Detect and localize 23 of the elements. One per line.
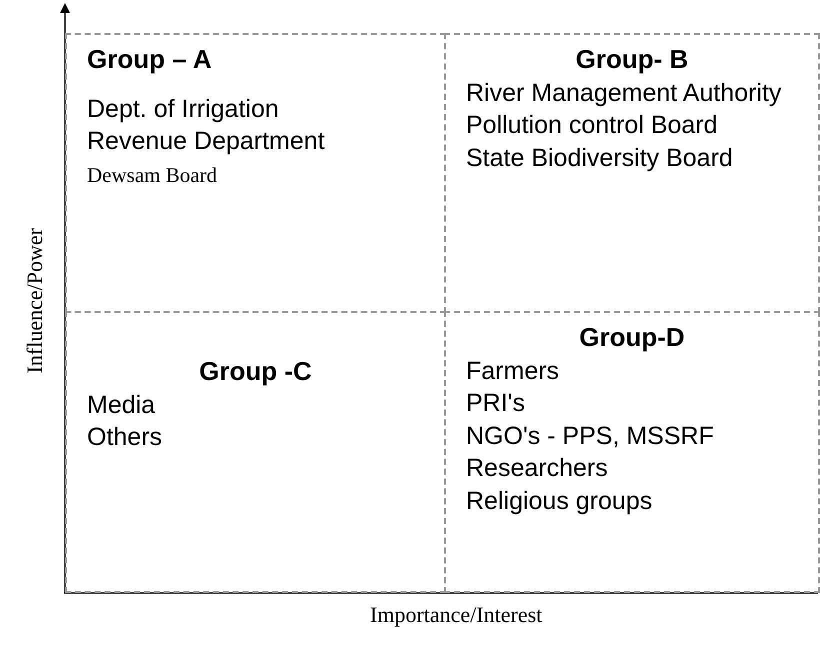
stakeholder-text: Dept. of Irrigation: [87, 94, 280, 125]
stakeholder-text: Pollution control Board: [466, 110, 719, 142]
stakeholder-text: Media: [87, 390, 156, 421]
stakeholder-text: River Management Authority: [466, 78, 782, 109]
group-heading: Group- B: [574, 43, 690, 76]
x-axis-label: Importance/Interest: [370, 602, 542, 628]
stakeholder-text: Others: [87, 422, 164, 454]
stakeholder-text: Dewsam Board: [87, 162, 218, 189]
y-axis-label: Influence/Power: [22, 228, 48, 373]
group-heading: Group – A: [87, 43, 213, 76]
group-heading: Group-D: [578, 321, 686, 354]
stakeholder-text: Religious groups: [466, 486, 654, 517]
stakeholder-text: State Biodiversity Board: [466, 142, 734, 174]
quadrant-box: [65, 33, 446, 313]
quadrant-box: [444, 311, 820, 593]
quadrant-box: [65, 311, 446, 593]
stakeholder-text: Farmers: [466, 356, 560, 387]
stakeholder-text: NGO's - PPS, MSSRF: [466, 420, 715, 452]
stakeholder-text: PRI's: [466, 388, 526, 420]
group-heading: Group -C: [198, 355, 313, 388]
stakeholder-text: Revenue Department: [87, 126, 326, 158]
stakeholder-text: Researchers: [466, 453, 609, 484]
quadrant-box: [444, 33, 820, 313]
